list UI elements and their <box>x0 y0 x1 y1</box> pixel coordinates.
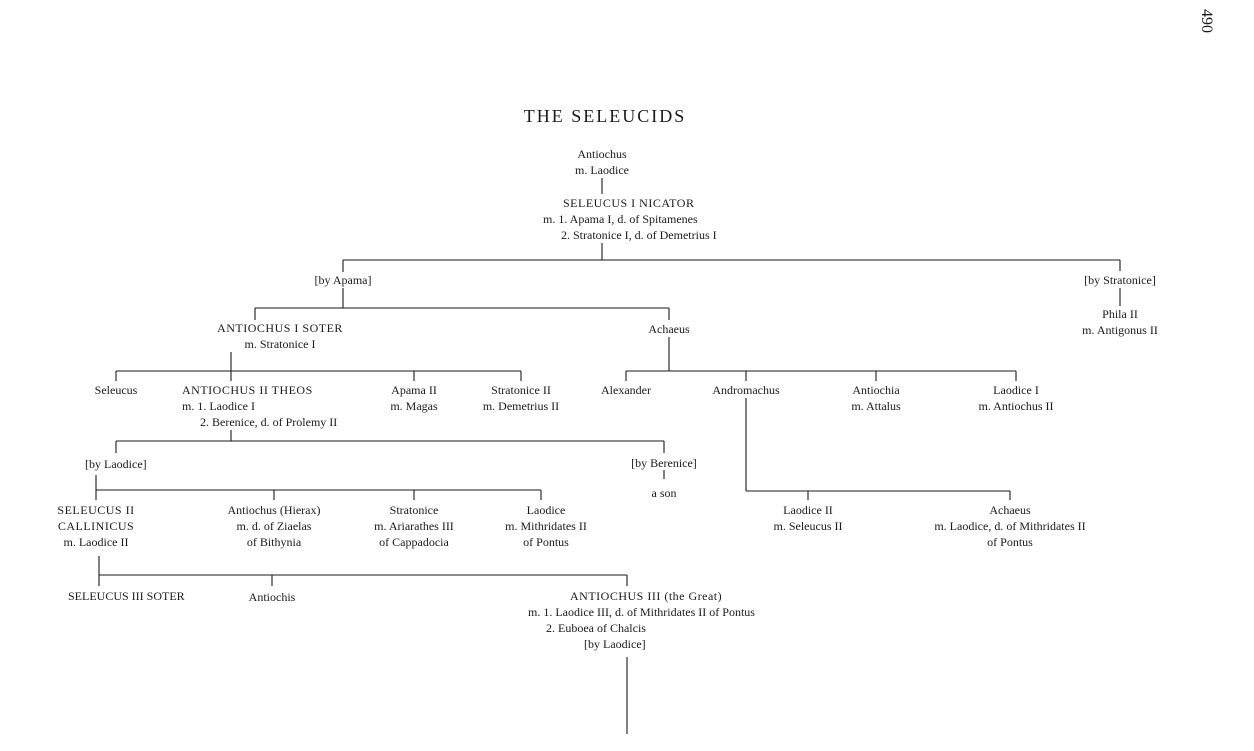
person-name: Antiochus <box>577 147 627 161</box>
person-marriage: m. Seleucus II <box>773 519 843 533</box>
person-marriage: m. Laodice II <box>63 535 129 549</box>
person-antiochus-hierax: Antiochus (Hierax) m. d. of Ziaelas of B… <box>209 502 339 550</box>
person-marriage: m. d. of Ziaelas <box>236 519 312 533</box>
person-marriage-place: of Pontus <box>987 535 1033 549</box>
person-name: Laodice II <box>783 503 833 517</box>
person-name: Laodice I <box>993 383 1039 397</box>
person-name: Laodice <box>526 503 566 517</box>
person-name: Phila II <box>1102 307 1138 321</box>
person-marriage: m. Antiochus II <box>978 399 1054 413</box>
person-name: ANTIOCHUS III (the Great) <box>570 589 723 603</box>
person-antiochia: Antiochia m. Attalus <box>831 382 921 414</box>
person-achaeus: Achaeus <box>648 322 690 336</box>
person-achaeus-ii: Achaeus m. Laodice, d. of Mithridates II… <box>905 502 1115 550</box>
person-marriage: m. Magas <box>390 399 438 413</box>
person-marriage: 2. Stratonice I, d. of Demetrius I <box>561 228 717 242</box>
person-marriage-place: of Bithynia <box>246 535 302 549</box>
branch-by-laodice: [by Laodice] <box>584 637 646 651</box>
person-name: SELEUCUS I NICATOR <box>563 196 695 210</box>
person-marriage: 2. Berenice, d. of Prolemy II <box>200 415 338 429</box>
person-marriage: m. Stratonice I <box>244 337 316 351</box>
person-stratonice: Stratonice m. Ariarathes III of Cappadoc… <box>354 502 474 550</box>
person-marriage: m. Attalus <box>851 399 901 413</box>
person-antiochis: Antiochis <box>248 590 296 604</box>
person-marriage: m. 1. Laodice III, d. of Mithridates II … <box>528 605 755 619</box>
person-a-son: a son <box>651 486 677 500</box>
person-marriage-place: of Cappadocia <box>379 535 449 549</box>
person-marriage: m. Antigonus II <box>1082 323 1158 337</box>
person-marriage: m. 1. Apama I, d. of Spitamenes <box>543 212 698 226</box>
person-laodice: Laodice m. Mithridates II of Pontus <box>486 502 606 550</box>
person-phila-ii: Phila II m. Antigonus II <box>1055 306 1185 338</box>
person-name: Apama II <box>391 383 437 397</box>
chart-title: THE SELEUCIDS <box>523 106 687 126</box>
person-seleucus-iii-soter: SELEUCUS III SOTER <box>68 589 185 603</box>
branch-by-laodice: [by Laodice] <box>85 457 147 471</box>
person-name: SELEUCUS II <box>57 503 135 517</box>
person-name: Stratonice <box>389 503 439 517</box>
person-laodice-i: Laodice I m. Antiochus II <box>956 382 1076 414</box>
branch-label: [by Berenice] <box>631 456 697 470</box>
person-alexander: Alexander <box>601 383 651 397</box>
person-andromachus: Andromachus <box>712 383 780 397</box>
person-antiochus-iii-the-great: ANTIOCHUS III (the Great) m. 1. Laodice … <box>528 588 828 652</box>
person-name: Antiochus (Hierax) <box>227 503 321 517</box>
person-epithet: CALLINICUS <box>57 519 135 533</box>
branch-by-stratonice: [by Stratonice] <box>1084 273 1156 287</box>
person-name: Stratonice II <box>491 383 551 397</box>
person-name: Achaeus <box>989 503 1031 517</box>
person-marriage: m. 1. Laodice I <box>182 399 255 413</box>
person-marriage: m. Demetrius II <box>482 399 560 413</box>
person-antiochus-i-soter: ANTIOCHUS I SOTER m. Stratonice I <box>190 320 370 352</box>
person-marriage-place: of Pontus <box>523 535 569 549</box>
person-seleucus-i-nicator: SELEUCUS I NICATOR m. 1. Apama I, d. of … <box>543 195 783 243</box>
branch-by-berenice: [by Berenice] a son <box>604 455 724 501</box>
person-marriage: m. Mithridates II <box>505 519 587 533</box>
person-marriage: m. Ariarathes III <box>374 519 454 533</box>
person-name: ANTIOCHUS II THEOS <box>182 383 313 397</box>
person-apama-ii: Apama II m. Magas <box>369 382 459 414</box>
branch-by-apama: [by Apama] <box>314 273 372 287</box>
person-name: Antiochia <box>852 383 900 397</box>
person-marriage: 2. Euboea of Chalcis <box>546 621 646 635</box>
person-antiochus: Antiochus m. Laodice <box>542 146 662 178</box>
person-antiochus-ii-theos: ANTIOCHUS II THEOS m. 1. Laodice I 2. Be… <box>182 382 382 430</box>
person-seleucus: Seleucus <box>94 383 138 397</box>
person-stratonice-ii: Stratonice II m. Demetrius II <box>466 382 576 414</box>
person-seleucus-ii-callinicus: SELEUCUS II CALLINICUS m. Laodice II <box>46 502 146 550</box>
person-marriage: m. Laodice, d. of Mithridates II <box>934 519 1086 533</box>
person-marriage: m. Laodice <box>575 163 629 177</box>
person-laodice-ii: Laodice II m. Seleucus II <box>753 502 863 534</box>
person-name: ANTIOCHUS I SOTER <box>217 321 343 335</box>
